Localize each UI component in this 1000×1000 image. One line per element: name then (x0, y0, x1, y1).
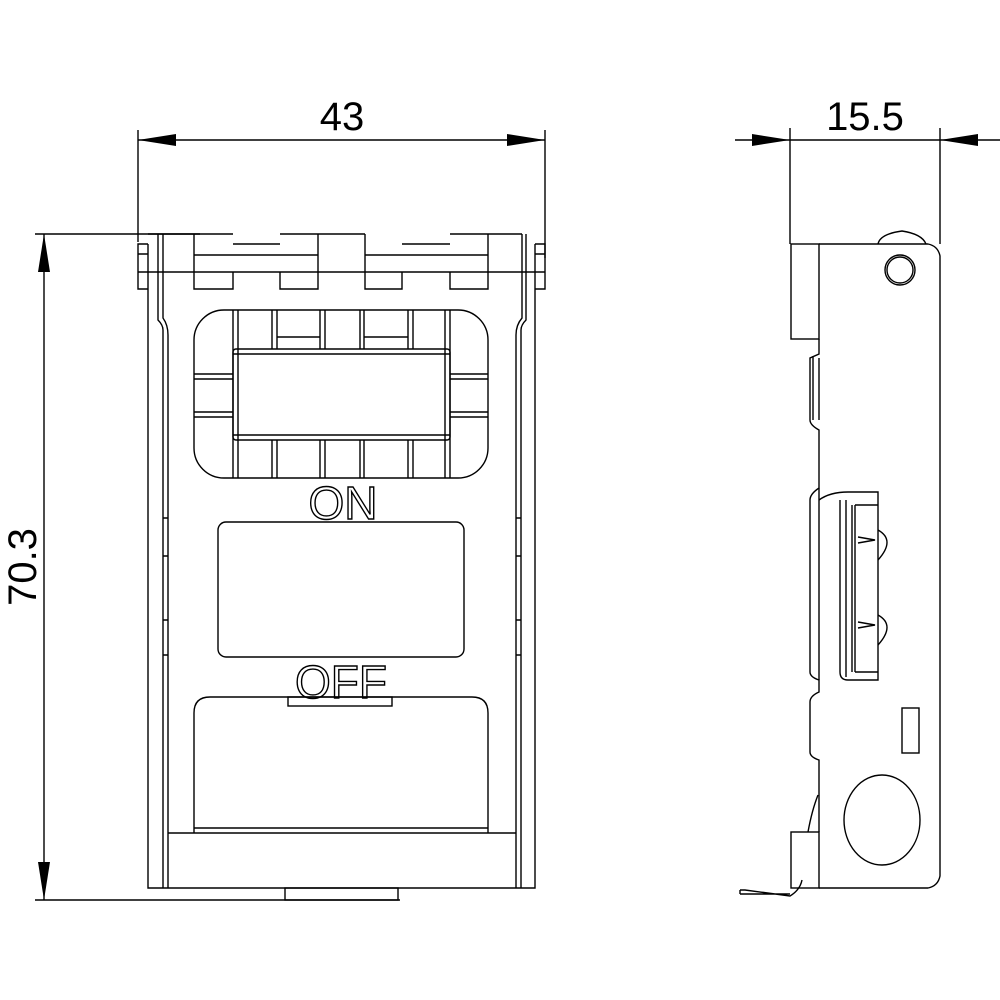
depth-label: 15.5 (826, 95, 904, 139)
height-dimension: 70.3 (1, 233, 400, 901)
arrow-left-icon (940, 134, 978, 146)
height-label: 70.3 (1, 528, 45, 606)
side-view (739, 230, 941, 897)
width-dimension: 43 (137, 95, 546, 258)
arrow-left-icon (138, 134, 176, 146)
front-view: ON OFF (137, 233, 546, 901)
arrow-right-icon (752, 134, 790, 146)
arrow-down-icon (38, 862, 50, 900)
arrow-right-icon (507, 134, 545, 146)
arrow-up-icon (38, 234, 50, 272)
off-label: OFF (295, 656, 387, 708)
on-label: ON (309, 477, 378, 529)
width-label: 43 (320, 95, 365, 139)
depth-dimension: 15.5 (735, 95, 1000, 244)
